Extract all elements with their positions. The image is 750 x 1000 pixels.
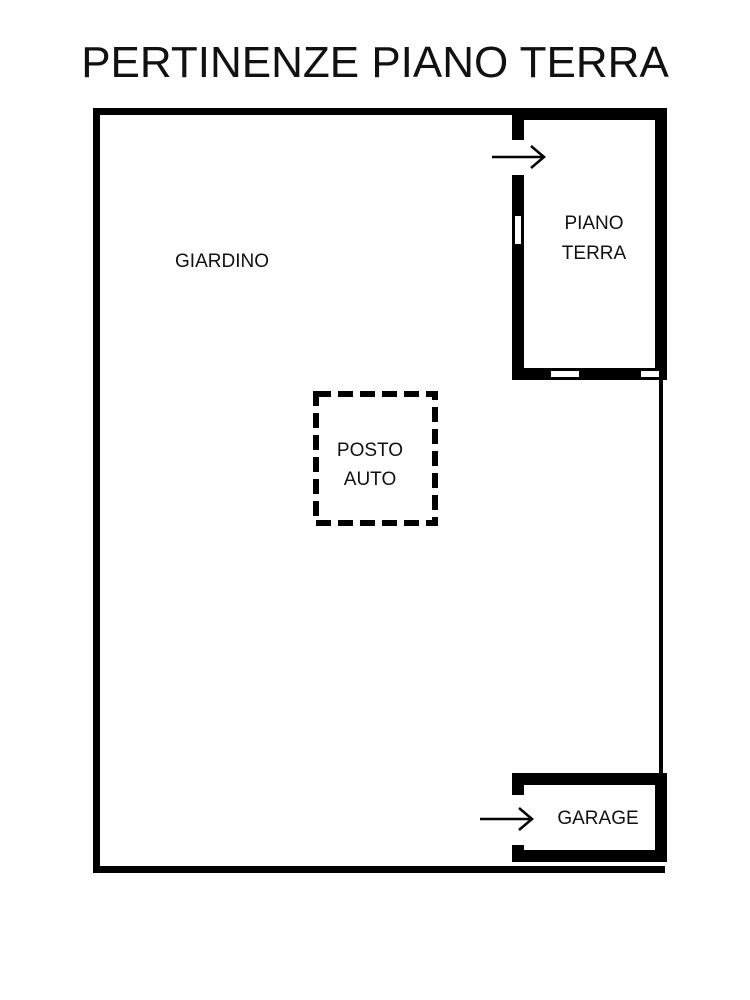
room-label-garage: GARAGE <box>557 808 638 829</box>
windows <box>515 216 659 377</box>
outer-boundary <box>93 108 665 873</box>
garage-walls <box>512 773 667 862</box>
room-label-ground-floor: PIANO <box>564 213 623 234</box>
entrance-arrow-icon <box>492 145 546 169</box>
room-label-ground-floor-line2: TERRA <box>562 243 627 264</box>
entrance-arrow-icon <box>480 807 534 831</box>
room-label-garden: GIARDINO <box>175 251 269 272</box>
room-label-parking: POSTO <box>337 440 403 461</box>
ground-floor-walls <box>512 108 667 380</box>
page-title: PERTINENZE PIANO TERRA <box>81 38 669 87</box>
parking-space <box>313 391 438 526</box>
room-label-parking-line2: AUTO <box>344 469 396 490</box>
